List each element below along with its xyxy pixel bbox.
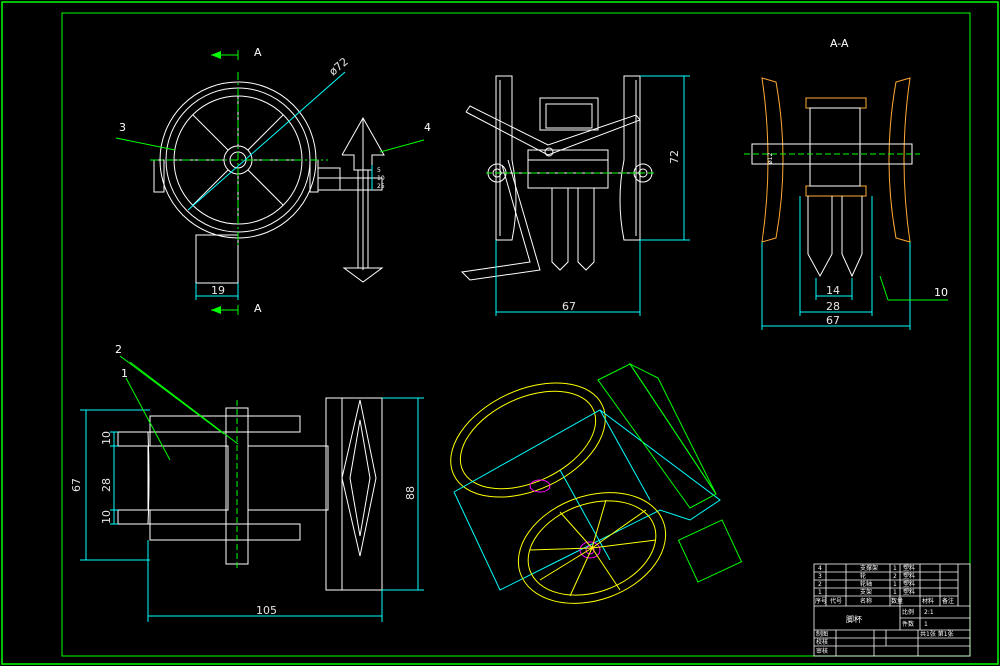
section-arrow-top [211,50,239,60]
part-no-2: 3 [818,573,822,580]
top-dim-28: 28 [100,478,113,492]
header-remark: 备注 [942,597,954,605]
callout-4: 4 [424,121,431,134]
top-dim-10-lower: 10 [100,510,113,524]
row-approved: 审核 [816,647,828,655]
top-view [80,355,424,622]
callout-2: 2 [115,343,122,356]
top-dim-10-upper: 10 [100,431,113,445]
part-qty-3: 1 [893,581,897,588]
part-name-3: 轮轴 [860,580,872,588]
part-name-2: 轮 [860,572,866,580]
part-mat-1: 塑料 [903,564,915,572]
part-name-1: 支撑架 [860,564,878,572]
part-qty-4: 1 [893,589,897,596]
front-small-dim-10: 10 [377,175,385,182]
side-dim-72: 72 [668,150,681,164]
top-dim-88: 88 [404,486,417,500]
row-checked: 校核 [816,638,828,646]
section-view [744,77,948,330]
header-code: 代号 [830,597,842,605]
sheet-value: 1 [924,621,928,628]
part-no-3: 2 [818,581,822,588]
section-arrow-bottom [211,305,239,315]
drawing-title: 脚杯 [846,614,862,624]
callout-3: 3 [119,121,126,134]
top-dim-67: 67 [70,478,83,492]
sheet-label: 件数 [902,620,914,628]
section-mark-a-top: A [254,46,262,59]
part-mat-2: 塑料 [903,572,915,580]
part-name-4: 支架 [860,588,872,596]
part-no-4: 1 [818,589,822,596]
isometric-view [450,362,743,604]
front-view [115,50,425,315]
part-qty-1: 1 [893,565,897,572]
part-qty-2: 2 [893,573,897,580]
inner-border [61,12,971,657]
part-no-1: 4 [818,565,822,572]
header-qty: 数量 [891,597,903,605]
diameter-label: ø72 [327,55,351,78]
section-dim-14: 14 [826,284,840,297]
title-block [813,563,971,657]
side-view [460,75,690,316]
section-dim-28: 28 [826,300,840,313]
front-small-dim-25: 25 [377,183,385,190]
scale-label: 比例 [902,608,914,616]
part-mat-4: 塑料 [903,588,915,596]
callout-1: 1 [121,367,128,380]
section-mark-a-bottom: A [254,302,262,315]
section-shaft-dim: ø12 [767,153,774,164]
scale-value: 2:1 [924,609,934,616]
front-small-dim-5: 5 [377,167,381,174]
section-title: A-A [830,37,849,50]
row-drawn: 制图 [816,630,828,638]
header-mat: 材料 [922,597,934,605]
front-dim-19: 19 [211,284,225,297]
side-dim-67: 67 [562,300,576,313]
section-dim-67: 67 [826,314,840,327]
header-name: 名称 [860,597,872,605]
header-no: 序号 [815,597,827,605]
part-mat-3: 塑料 [903,580,915,588]
top-dim-105: 105 [256,604,277,617]
callout-10: 10 [934,286,948,299]
sheet-count: 共1张 第1张 [920,630,954,638]
